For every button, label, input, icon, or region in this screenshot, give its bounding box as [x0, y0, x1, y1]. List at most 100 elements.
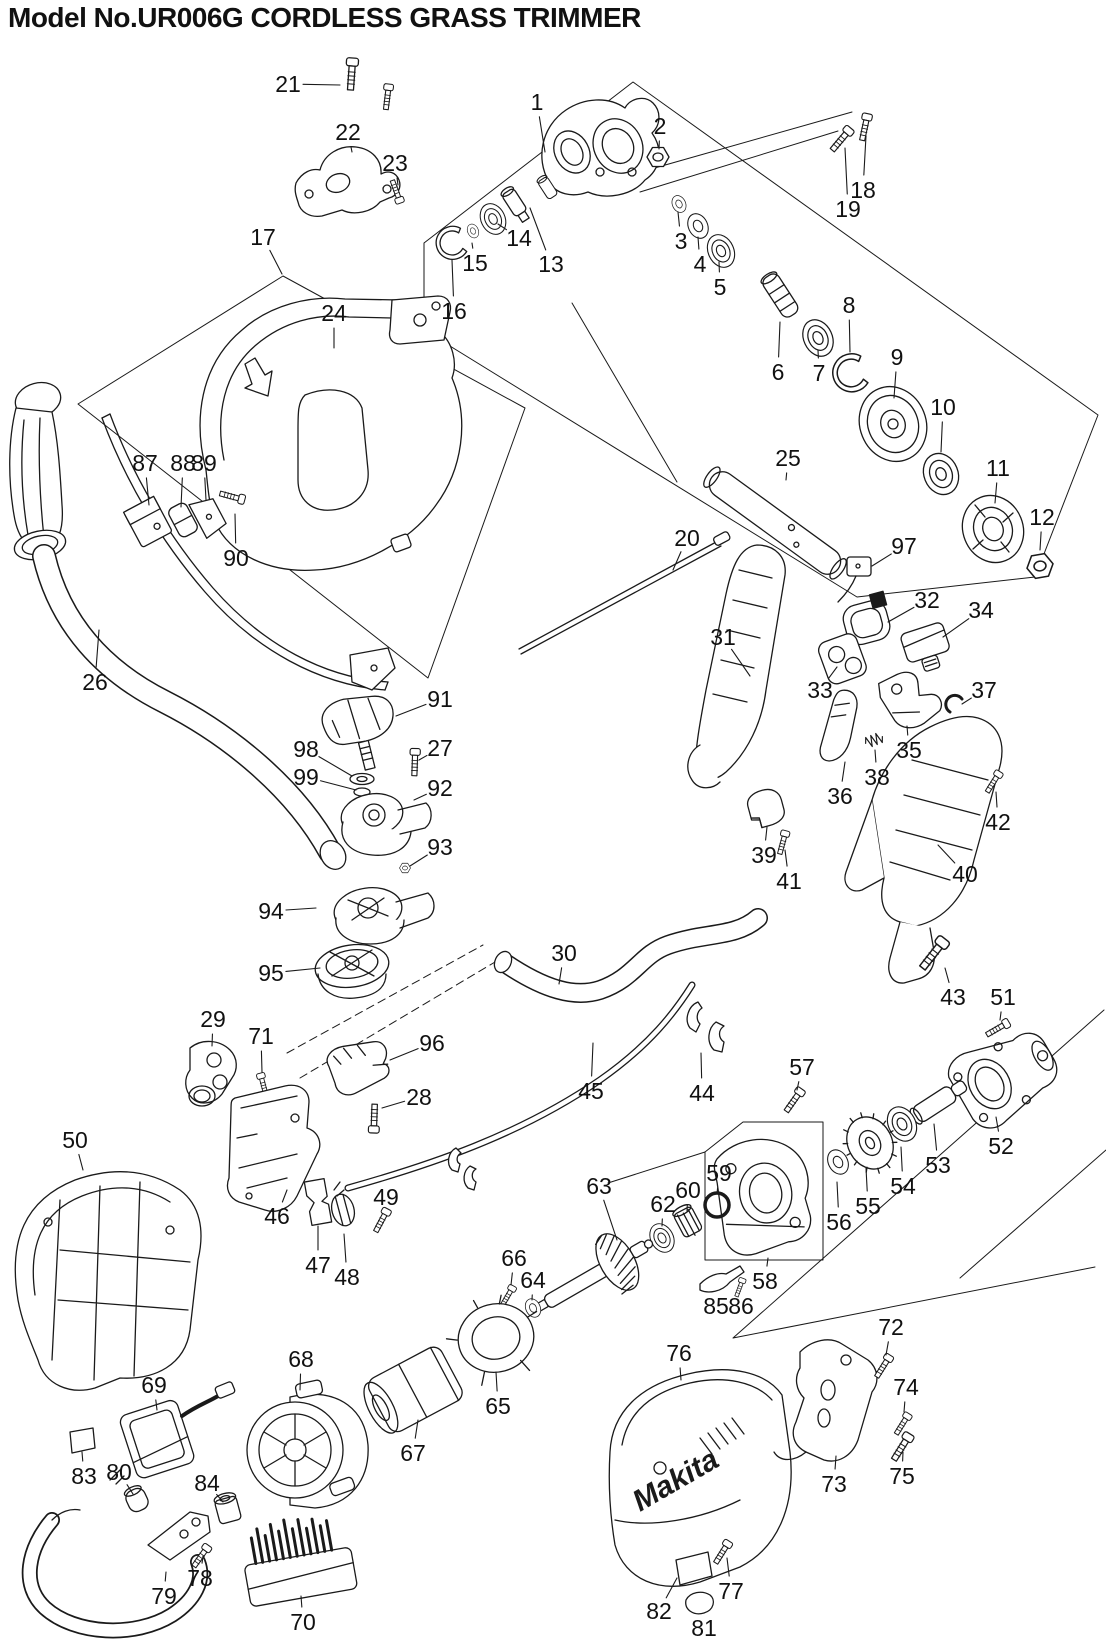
part-label-53: 53 — [925, 1152, 951, 1178]
part-label-90: 90 — [223, 545, 249, 571]
part-label-1: 1 — [531, 89, 544, 115]
leader-9 — [893, 371, 897, 399]
part-label-74: 74 — [893, 1374, 919, 1400]
part-bracket-94 — [333, 887, 435, 945]
part-guard-24 — [199, 295, 463, 571]
part-label-30: 30 — [551, 940, 577, 966]
leader-97 — [871, 553, 892, 567]
part-rail — [101, 413, 396, 691]
part-label-85: 85 — [703, 1293, 729, 1319]
leader-39 — [765, 826, 768, 841]
leader-83 — [81, 1451, 84, 1462]
part-bolt-13 — [500, 186, 530, 223]
leader-50 — [78, 1153, 84, 1171]
leader-36 — [841, 761, 846, 782]
leader-91 — [395, 703, 427, 717]
part-bracket-92 — [340, 792, 432, 856]
part-screw-51 — [983, 1017, 1012, 1040]
part-pipe-25 — [703, 466, 847, 580]
part-bearing-5 — [701, 229, 741, 273]
part-handle-31 — [687, 544, 786, 789]
part-label-38: 38 — [864, 764, 890, 790]
part-label-36: 36 — [827, 783, 853, 809]
leader-54 — [900, 1146, 903, 1172]
part-switch-33 — [818, 633, 867, 685]
part-label-55: 55 — [855, 1193, 881, 1219]
part-label-28: 28 — [406, 1084, 432, 1110]
part-label-62: 62 — [650, 1191, 676, 1217]
part-knob-91 — [321, 695, 394, 771]
part-handle-40 — [844, 715, 1003, 984]
part-label-68: 68 — [288, 1346, 314, 1372]
part-screw-74 — [891, 1410, 914, 1437]
part-label-83: 83 — [71, 1463, 97, 1489]
leader-59 — [716, 1187, 719, 1195]
leader-33 — [828, 666, 838, 679]
part-label-5: 5 — [714, 274, 727, 300]
part-label-21: 21 — [275, 71, 301, 97]
part-sticker-81 — [685, 1591, 715, 1615]
part-housing-50 — [14, 1171, 202, 1391]
part-motor-68 — [246, 1379, 369, 1509]
part-label-54: 54 — [890, 1173, 916, 1199]
part-snapring-8 — [827, 350, 870, 397]
part-label-60: 60 — [675, 1177, 701, 1203]
leader-15 — [471, 242, 474, 249]
part-label-91: 91 — [427, 686, 453, 712]
part-label-71: 71 — [248, 1023, 274, 1049]
part-label-76: 76 — [666, 1340, 692, 1366]
part-cover-76: Makita — [608, 1369, 792, 1587]
leader-67 — [414, 1419, 419, 1439]
part-label-37: 37 — [971, 677, 997, 703]
part-label-78: 78 — [187, 1565, 213, 1591]
part-label-66: 66 — [501, 1245, 527, 1271]
leader-99 — [319, 780, 357, 791]
part-housing-11 — [961, 494, 1025, 564]
leader-28 — [381, 1100, 406, 1109]
part-cup-95 — [314, 943, 390, 999]
part-shaft-45 — [333, 981, 696, 1197]
leader-63 — [603, 1199, 618, 1241]
part-nut-93 — [399, 862, 411, 874]
leader-19 — [844, 147, 848, 195]
part-cap-39 — [746, 788, 785, 829]
leader-57 — [796, 1081, 800, 1091]
leader-6 — [778, 321, 781, 358]
part-clip-47 — [303, 1177, 333, 1227]
leader-35 — [906, 725, 909, 736]
part-label-14: 14 — [506, 225, 532, 251]
leader-66 — [510, 1272, 513, 1286]
part-label-16: 16 — [441, 298, 467, 324]
part-label-4: 4 — [694, 251, 707, 277]
leader-82 — [665, 1577, 678, 1599]
part-label-50: 50 — [62, 1127, 88, 1153]
part-label-93: 93 — [427, 834, 453, 860]
part-spacer-84 — [213, 1492, 242, 1525]
leader-98 — [318, 756, 353, 777]
part-screw-49 — [370, 1206, 393, 1235]
part-label-72: 72 — [878, 1314, 904, 1340]
part-label-73: 73 — [821, 1471, 847, 1497]
leader-73 — [834, 1455, 837, 1470]
leader-1 — [538, 116, 546, 153]
part-label-39: 39 — [751, 842, 777, 868]
leader-53 — [933, 1123, 938, 1151]
part-armature-63 — [533, 1233, 654, 1314]
part-stator-67 — [363, 1346, 463, 1434]
part-label-87: 87 — [132, 450, 158, 476]
part-label-43: 43 — [940, 984, 966, 1010]
part-label-98: 98 — [293, 736, 319, 762]
leader-84 — [216, 1493, 224, 1503]
part-clamp-96 — [326, 1041, 390, 1096]
leader-31 — [730, 648, 751, 677]
part-label-9: 9 — [891, 344, 904, 370]
leader-45 — [591, 1042, 594, 1077]
leader-40 — [937, 844, 956, 864]
part-label-15: 15 — [462, 250, 488, 276]
part-screw-41 — [774, 829, 791, 856]
part-label-95: 95 — [258, 960, 284, 986]
part-label-3: 3 — [675, 228, 688, 254]
part-label-31: 31 — [710, 624, 736, 650]
part-label-29: 29 — [200, 1006, 226, 1032]
